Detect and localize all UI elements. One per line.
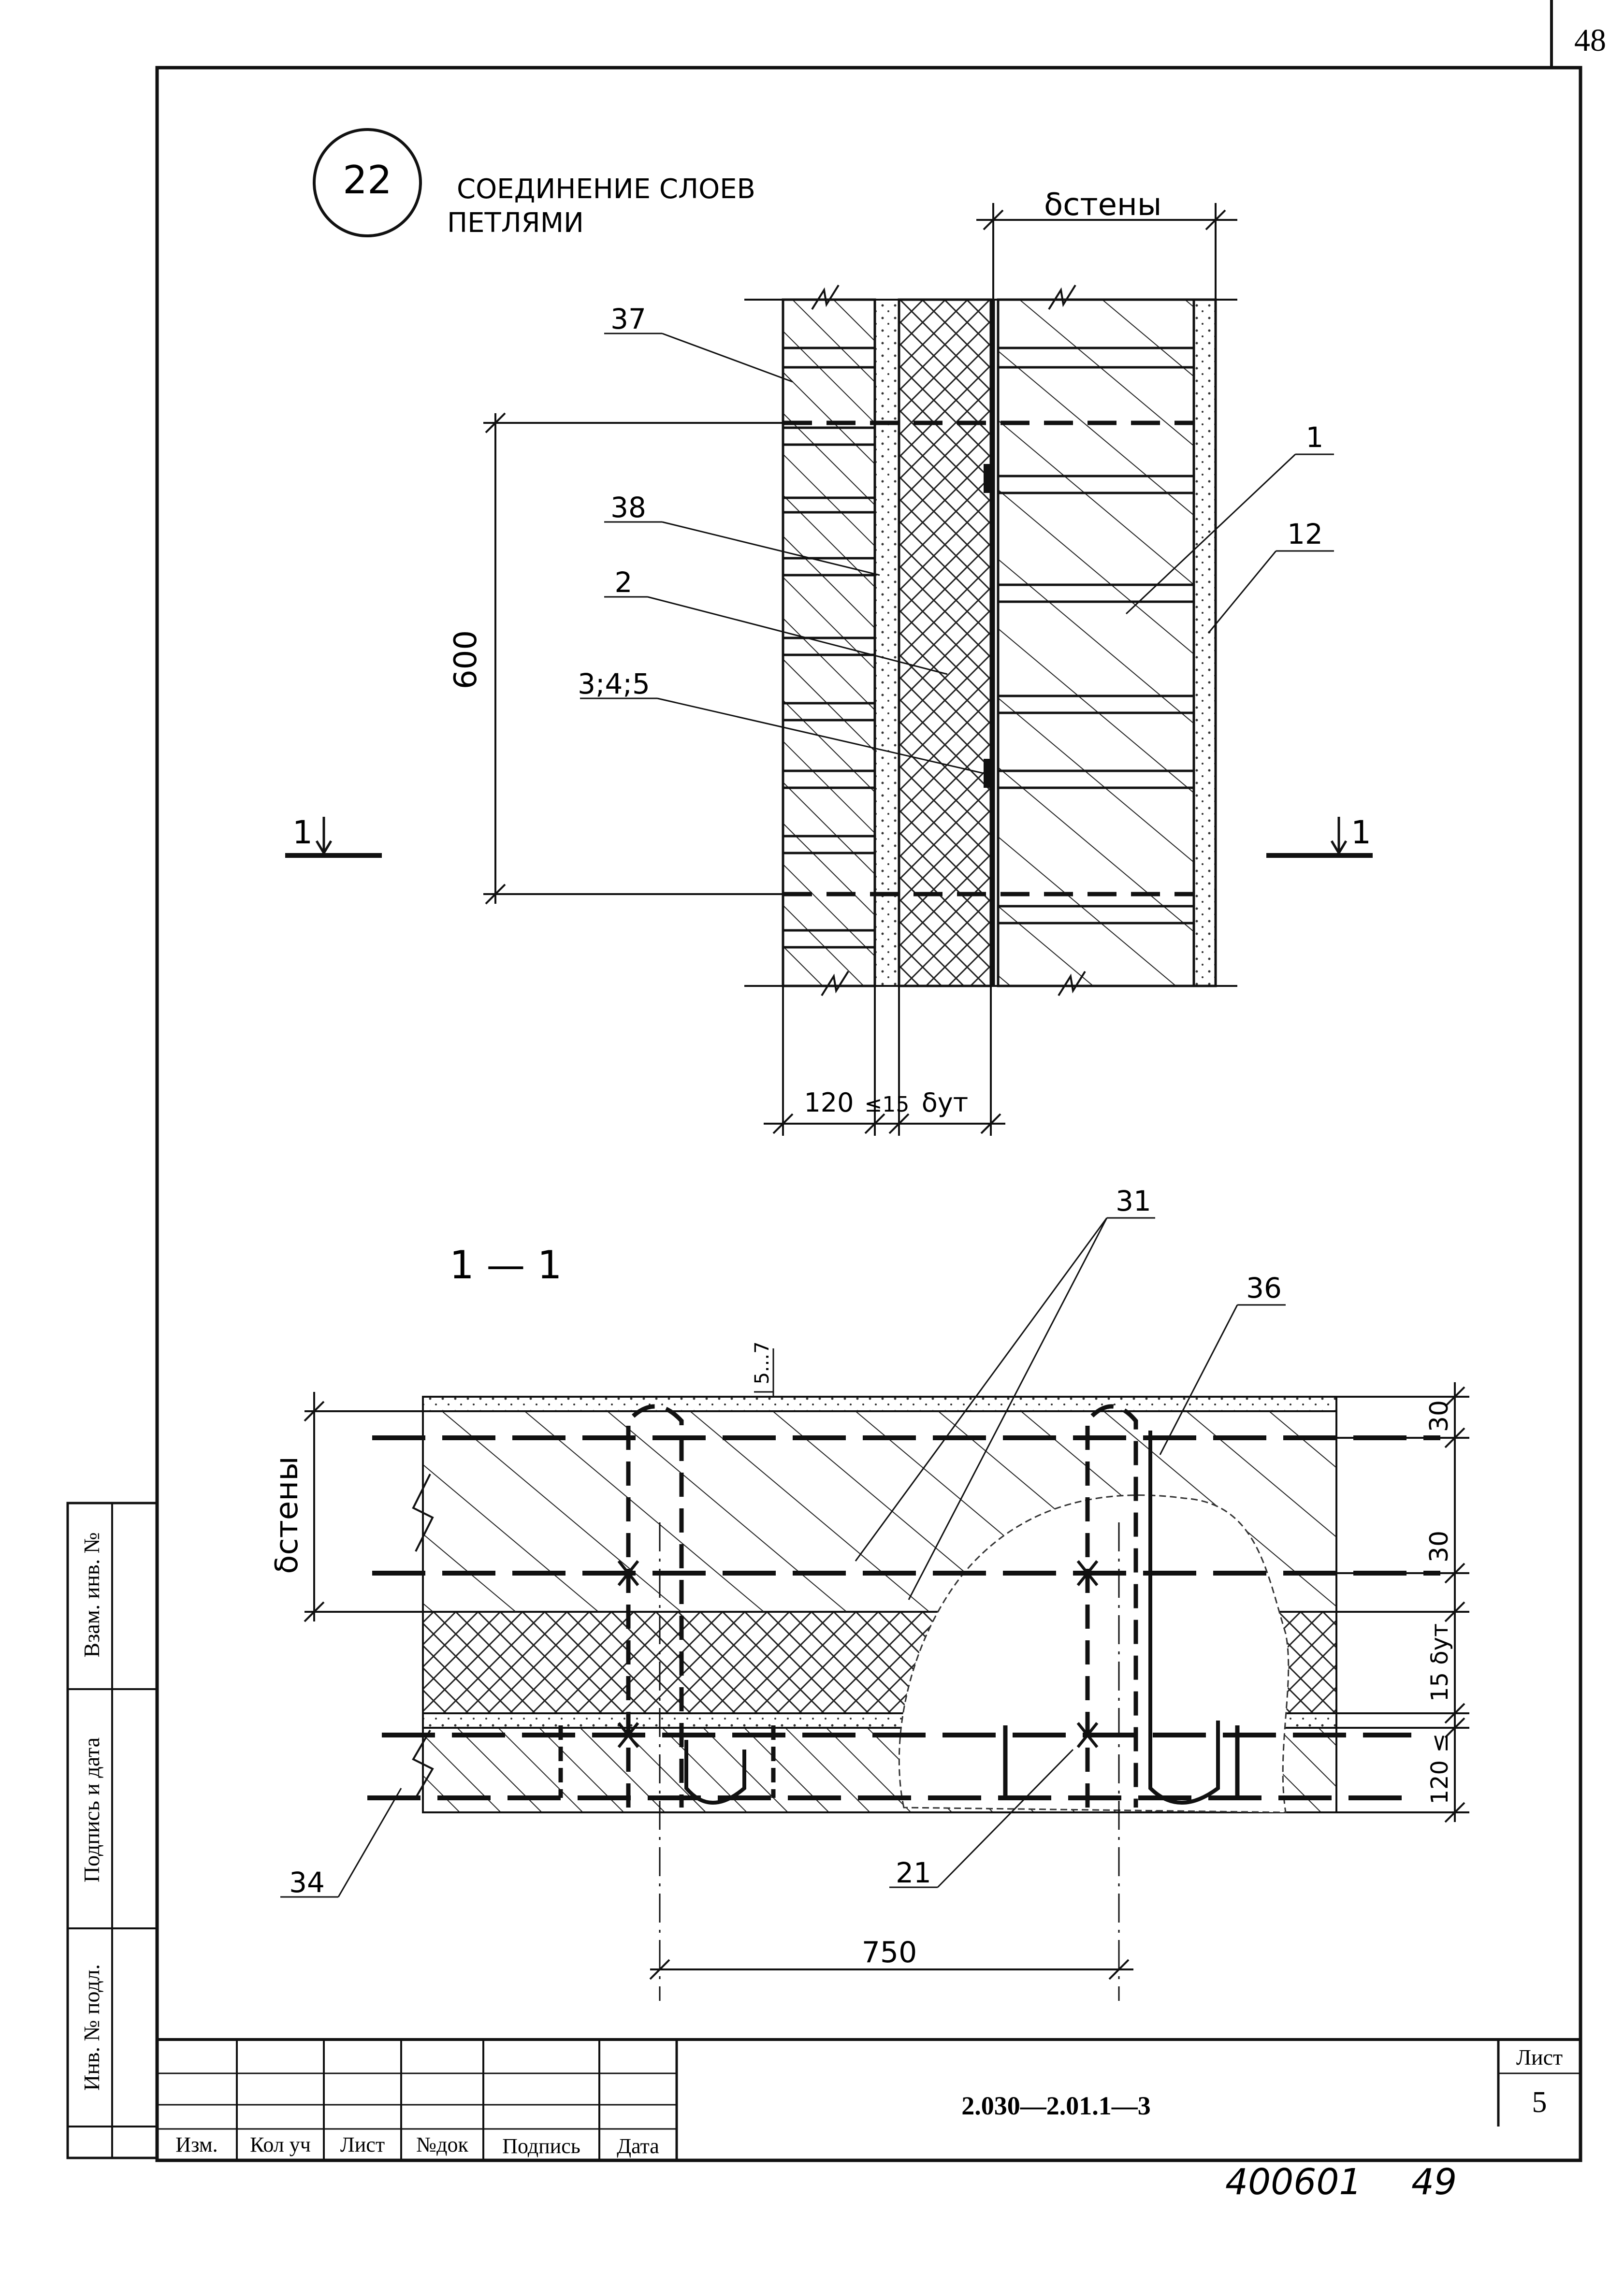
section-dim-bottom: 120 ≤	[1426, 1733, 1453, 1804]
section-1-1-callouts	[280, 1217, 1286, 1898]
section-1-1-title: 1 — 1	[450, 1243, 562, 1288]
section-dim-750: 750	[862, 1936, 917, 1969]
callout-37: 37	[610, 303, 646, 335]
detail-number-circle	[313, 128, 422, 237]
stamp-cell-replace-inv: Взам. инв. №	[79, 1532, 104, 1657]
tb-header-kol: Кол уч	[250, 2133, 311, 2156]
section-dim-30-mid: 30	[1425, 1531, 1454, 1563]
callout-31: 31	[1116, 1185, 1151, 1217]
upper-dim-120: 120	[804, 1087, 854, 1118]
detail-title-line2: ПЕТЛЯМИ	[447, 207, 584, 239]
side-stamp: Взам. инв. № Подпись и дата Инв. № подл.	[66, 1502, 159, 2159]
section-mark-right-number: 1	[1351, 814, 1371, 851]
tb-sheet-label: Лист	[1516, 2045, 1563, 2069]
section-dim-wall-thickness: δстены	[269, 1456, 305, 1574]
stamp-cell-inv-orig: Инв. № подл.	[79, 1964, 104, 2091]
callout-21: 21	[896, 1856, 931, 1889]
section-1-1-dimensions	[304, 1382, 1469, 1980]
callout-5-7: 5...7	[751, 1341, 773, 1384]
section-mark-left: 1	[285, 814, 382, 858]
upper-wall-section	[744, 284, 1237, 997]
upper-dim-600: 600	[448, 630, 484, 689]
callout-36: 36	[1246, 1272, 1282, 1304]
footer-number: 49	[1411, 2161, 1457, 2203]
tb-header-date: Дата	[617, 2134, 659, 2158]
section-mark-left-number: 1	[292, 814, 313, 851]
callout-34: 34	[289, 1866, 325, 1899]
upper-callouts	[580, 333, 1334, 774]
upper-dimensions	[483, 203, 1237, 1136]
callout-1: 1	[1306, 421, 1324, 454]
callout-3-4-5: 3;4;5	[578, 667, 650, 700]
section-mark-right: 1	[1266, 814, 1373, 858]
title-block: Изм. Кол уч Лист №док Подпись Дата 2.030…	[157, 2038, 1580, 2160]
sheet-corner-number: 48	[1574, 23, 1606, 58]
section-dim-insul: 15 δут	[1426, 1623, 1453, 1702]
detail-title-line1: СОЕДИНЕНИЕ СЛОЕВ	[457, 174, 755, 205]
section-1-1-drawing	[367, 1396, 1440, 2001]
tb-header-izm: Изм.	[175, 2133, 218, 2156]
callout-12: 12	[1287, 518, 1323, 550]
tb-header-doc: №док	[416, 2133, 468, 2156]
section-dim-30-top: 30	[1425, 1400, 1454, 1432]
callout-38: 38	[610, 491, 646, 524]
upper-dim-15: ≤15	[865, 1092, 910, 1117]
tb-header-sign: Подпись	[502, 2134, 580, 2158]
stamp-cell-sign-date: Подпись и дата	[79, 1737, 104, 1882]
upper-dim-wall-thickness: δстены	[1044, 187, 1161, 223]
footer-code: 400601	[1225, 2161, 1362, 2203]
upper-dim-insul: δут	[922, 1087, 968, 1118]
detail-number: 22	[343, 158, 392, 203]
tb-document-code: 2.030—2.01.1—3	[961, 2091, 1151, 2120]
sheet-frame	[155, 66, 1582, 2162]
tb-header-list: Лист	[340, 2133, 385, 2156]
tb-sheet-number: 5	[1532, 2086, 1547, 2119]
callout-2: 2	[615, 566, 633, 599]
